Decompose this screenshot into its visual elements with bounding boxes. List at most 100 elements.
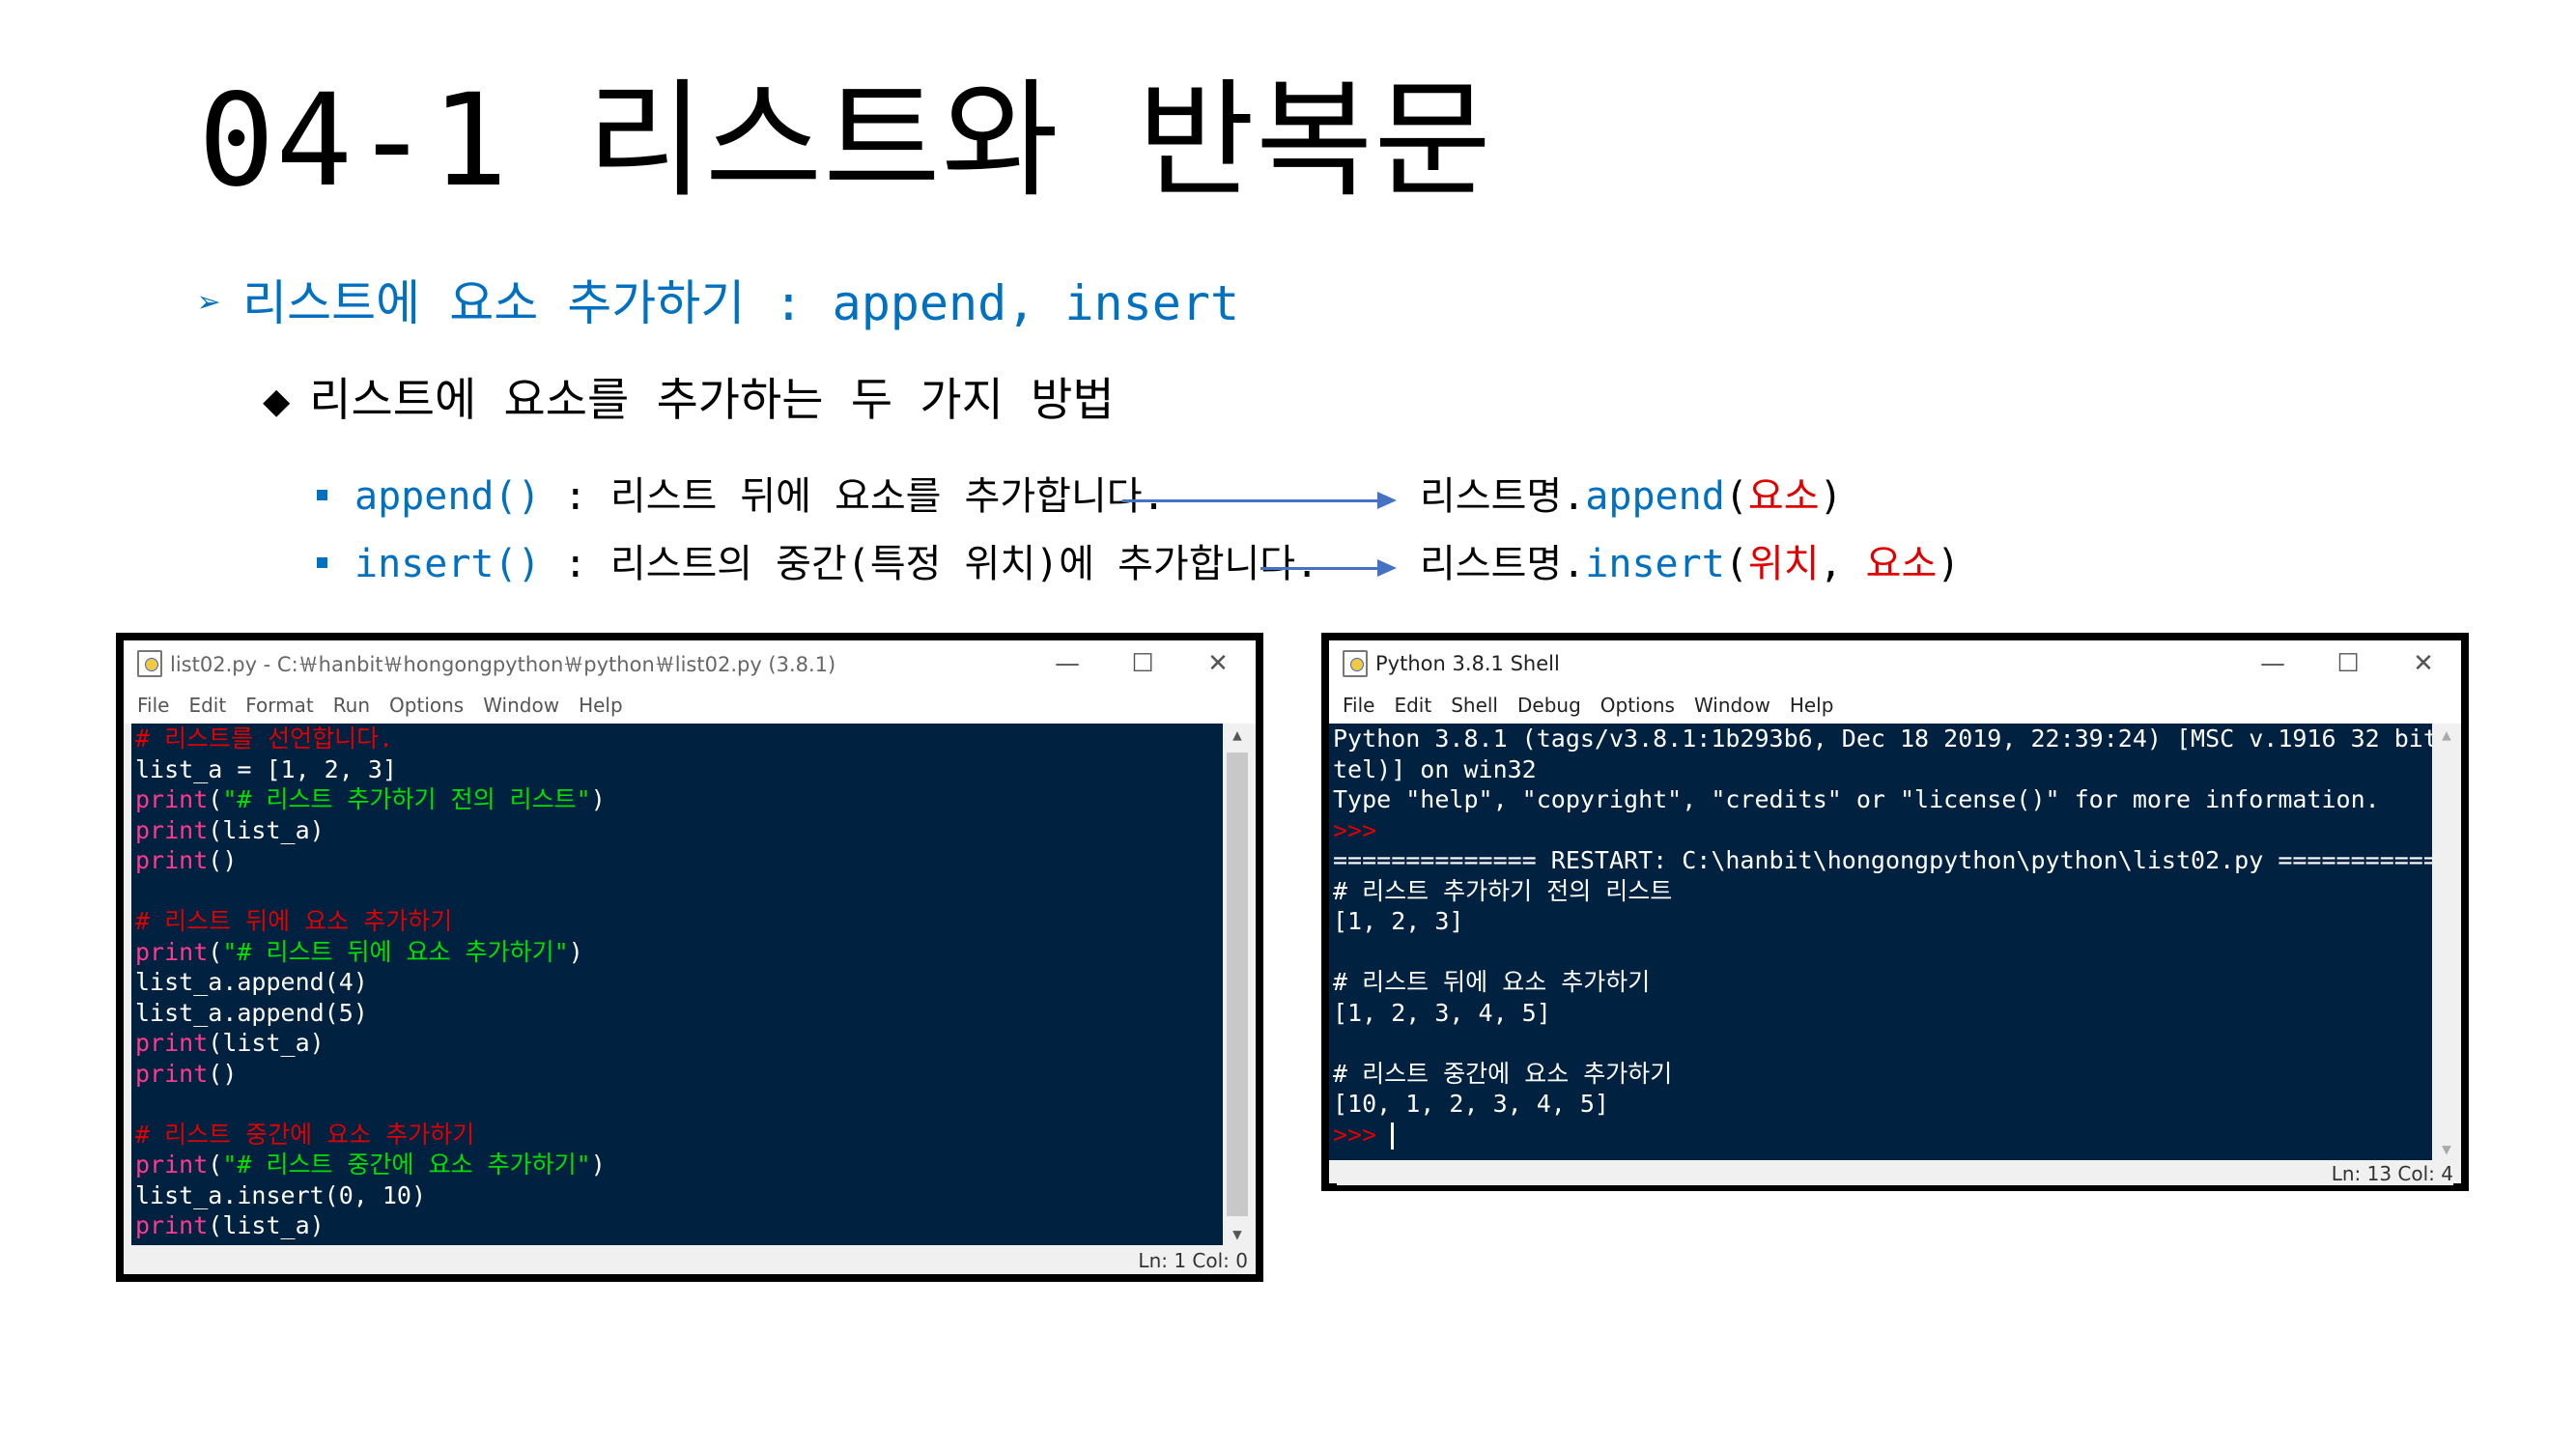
insert-syntax: 리스트명.insert(위치, 요소) — [1420, 541, 1960, 587]
code-token: ( — [208, 785, 223, 813]
code-token: print — [135, 1151, 209, 1179]
code-line — [1329, 937, 2432, 968]
code-line: Python 3.8.1 (tags/v3.8.1:1b293b6, Dec 1… — [1329, 724, 2432, 754]
code-line: print("# 리스트 추가하기 전의 리스트") — [131, 784, 1223, 815]
editor-scrollbar[interactable]: ▲ ▼ — [1223, 724, 1252, 1245]
code-line: # 리스트를 선언합니다. — [131, 724, 1223, 754]
subtitle-text: 리스트에 요소 추가하기 : append, insert — [242, 275, 1240, 331]
menu-item-help[interactable]: Help — [1789, 694, 1834, 717]
editor-titlebar[interactable]: list02.py - C:￦hanbit￦hongongpython￦pyth… — [124, 640, 1256, 687]
insert-method: insert() — [354, 542, 541, 586]
minimize-button[interactable]: — — [2260, 649, 2285, 678]
menu-item-options[interactable]: Options — [1599, 694, 1675, 717]
close-button[interactable]: ✕ — [2413, 649, 2434, 678]
code-line: >>> — [1329, 815, 2432, 846]
code-line: >>> — [1329, 1120, 2432, 1151]
scroll-up-icon[interactable]: ▲ — [2442, 725, 2451, 744]
menu-item-file[interactable]: File — [137, 694, 170, 717]
python-shell-icon — [1343, 650, 1368, 677]
syntax-arg-position: 위치 — [1747, 542, 1820, 586]
syntax-method: append — [1585, 474, 1725, 519]
menu-item-run[interactable]: Run — [332, 694, 371, 717]
shell-scrollbar[interactable]: ▲ ▼ — [2432, 724, 2461, 1160]
scroll-thumb[interactable] — [1227, 753, 1248, 1216]
code-line: Type "help", "copyright", "credits" or "… — [1329, 784, 2432, 815]
editor-status-text: Ln: 1 Col: 0 — [1138, 1249, 1248, 1272]
code-line: print() — [131, 845, 1223, 876]
syntax-arg-element: 요소 — [1865, 542, 1938, 586]
arrow-right-icon — [1122, 492, 1397, 509]
scroll-up-icon[interactable]: ▲ — [1232, 725, 1242, 744]
syntax-paren-close: ) — [1819, 474, 1843, 519]
code-token: () — [208, 1059, 238, 1088]
code-token: Python 3.8.1 (tags/v3.8.1:1b293b6, Dec 1… — [1333, 724, 2432, 753]
code-token: tel)] on win32 — [1333, 754, 1537, 783]
code-line: print(list_a) — [131, 815, 1223, 846]
scroll-down-icon[interactable]: ▼ — [1232, 1225, 1242, 1243]
code-line: tel)] on win32 — [1329, 754, 2432, 785]
menu-item-shell[interactable]: Shell — [1451, 694, 1498, 717]
code-line: list_a.insert(0, 10) — [131, 1180, 1223, 1211]
menu-item-edit[interactable]: Edit — [1394, 694, 1432, 717]
menu-item-options[interactable]: Options — [389, 694, 465, 717]
menu-item-edit[interactable]: Edit — [188, 694, 227, 717]
shell-output-area[interactable]: Python 3.8.1 (tags/v3.8.1:1b293b6, Dec 1… — [1329, 724, 2432, 1160]
code-token: "# 리스트 중간에 요소 추가하기" — [222, 1151, 591, 1179]
append-bullet: append() : 리스트 뒤에 요소를 추가합니다. — [317, 473, 1166, 520]
square-bullet-icon — [317, 489, 327, 500]
minimize-button[interactable]: — — [1055, 649, 1080, 678]
code-token: () — [208, 846, 238, 874]
code-line — [1329, 1028, 2432, 1059]
menu-item-debug[interactable]: Debug — [1517, 694, 1581, 717]
shell-window: Python 3.8.1 Shell — ☐ ✕ File Edit Shell De… — [1321, 633, 2469, 1191]
code-token: print — [135, 785, 209, 813]
menu-item-file[interactable]: File — [1343, 694, 1375, 717]
code-line: [10, 1, 2, 3, 4, 5] — [1329, 1089, 2432, 1120]
shell-menubar: File Edit Shell Debug Options Window Help — [1329, 687, 2461, 724]
menu-item-window[interactable]: Window — [1693, 694, 1770, 717]
editor-title: list02.py - C:￦hanbit￦hongongpython￦pyth… — [170, 653, 836, 676]
shell-titlebar[interactable]: Python 3.8.1 Shell — ☐ ✕ — [1329, 640, 2461, 687]
code-line: print(list_a) — [131, 1210, 1223, 1241]
code-token: list_a.append(4) — [135, 968, 368, 996]
syntax-arg: 요소 — [1747, 474, 1820, 519]
code-line: # 리스트 중간에 요소 추가하기 — [131, 1120, 1223, 1151]
code-token: ============== RESTART: C:\hanbit\hongon… — [1333, 846, 2432, 874]
code-line: print("# 리스트 뒤에 요소 추가하기") — [131, 937, 1223, 968]
square-bullet-icon — [317, 556, 327, 568]
scroll-down-icon[interactable]: ▼ — [2442, 1140, 2451, 1158]
code-token: ) — [590, 1151, 606, 1179]
code-token: Type "help", "copyright", "credits" or "… — [1333, 785, 2380, 813]
editor-code-area[interactable]: # 리스트를 선언합니다.list_a = [1, 2, 3]print("# … — [131, 724, 1223, 1245]
editor-menubar: File Edit Format Run Options Window Help — [124, 687, 1256, 724]
menu-item-window[interactable]: Window — [483, 694, 560, 717]
syntax-paren-open: ( — [1724, 542, 1748, 586]
text-cursor — [1391, 1122, 1395, 1150]
code-token: [1, 2, 3] — [1333, 907, 1464, 935]
sub-bullet: ◆ 리스트에 요소를 추가하는 두 가지 방법 — [263, 374, 1115, 428]
code-token: # 리스트 뒤에 요소 추가하기 — [1333, 968, 1651, 996]
code-token: print — [135, 1029, 209, 1057]
syntax-method: insert — [1585, 542, 1725, 586]
code-token: >>> — [1333, 1120, 1392, 1149]
code-token: "# 리스트 추가하기 전의 리스트" — [222, 785, 591, 813]
code-token: list_a = [1, 2, 3] — [135, 754, 397, 783]
code-line: list_a = [1, 2, 3] — [131, 754, 1223, 785]
python-file-icon — [137, 650, 162, 677]
shell-status-text: Ln: 13 Col: 4 — [2331, 1162, 2453, 1185]
subtitle: ➢리스트에 요소 추가하기 : append, insert — [198, 274, 1239, 332]
append-method: append() — [354, 474, 541, 519]
menu-item-format[interactable]: Format — [245, 694, 314, 717]
code-line — [131, 1089, 1223, 1120]
code-token: (list_a) — [208, 1029, 325, 1057]
code-token: ) — [590, 785, 606, 813]
diamond-bullet-icon: ◆ — [263, 374, 291, 427]
maximize-button[interactable]: ☐ — [1131, 649, 1154, 678]
close-button[interactable]: ✕ — [1207, 649, 1229, 678]
code-line: list_a.append(5) — [131, 998, 1223, 1029]
menu-item-help[interactable]: Help — [579, 694, 623, 717]
sub-bullet-text: 리스트에 요소를 추가하는 두 가지 방법 — [309, 374, 1115, 427]
maximize-button[interactable]: ☐ — [2336, 649, 2360, 678]
code-token: (list_a) — [208, 1211, 325, 1239]
code-token: list_a.append(5) — [135, 998, 368, 1027]
